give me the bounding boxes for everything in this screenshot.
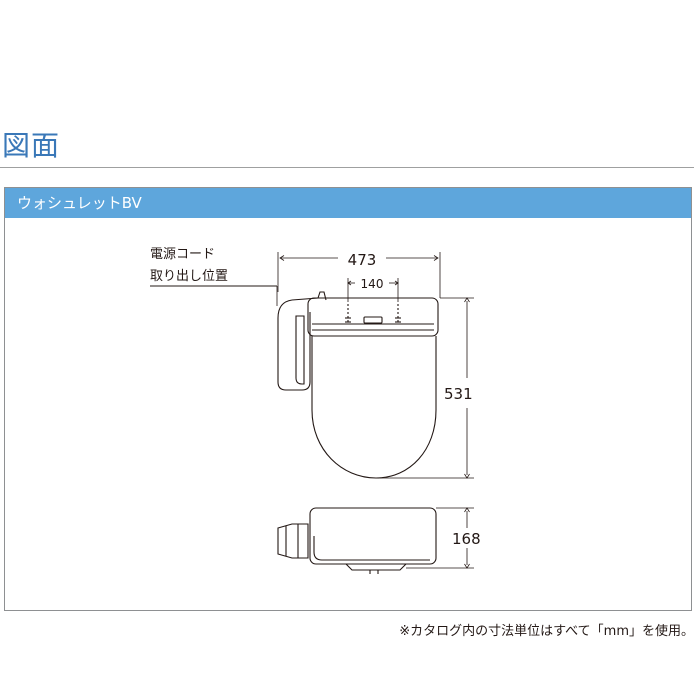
title-divider <box>0 167 694 168</box>
side-view-lid-line <box>313 536 430 561</box>
cord-label-line1: 電源コード <box>150 247 215 262</box>
panel-header: ウォシュレットBV <box>5 188 691 218</box>
dim-height-label: 168 <box>452 530 481 548</box>
footnote: ※カタログ内の寸法単位はすべて「mm」を使用。 <box>399 624 694 639</box>
seat-outline <box>311 336 437 479</box>
side-arm-joint <box>291 291 327 301</box>
center-badge <box>363 316 383 324</box>
dim-length-label: 531 <box>444 385 473 403</box>
side-view-body <box>309 507 437 565</box>
cord-label-line2: 取り出し位置 <box>150 269 228 284</box>
side-arm-outer <box>277 299 311 391</box>
side-view-nozzle <box>277 523 309 559</box>
dim-width-label: 473 <box>348 251 377 269</box>
seat-back-plate <box>307 297 439 337</box>
drawing-panel: ウォシュレットBV <box>4 187 692 611</box>
dim-pitch-label: 140 <box>361 277 384 291</box>
side-view-base <box>345 563 407 571</box>
side-arm-inner <box>295 315 305 385</box>
page-title: 図面 <box>2 129 61 162</box>
